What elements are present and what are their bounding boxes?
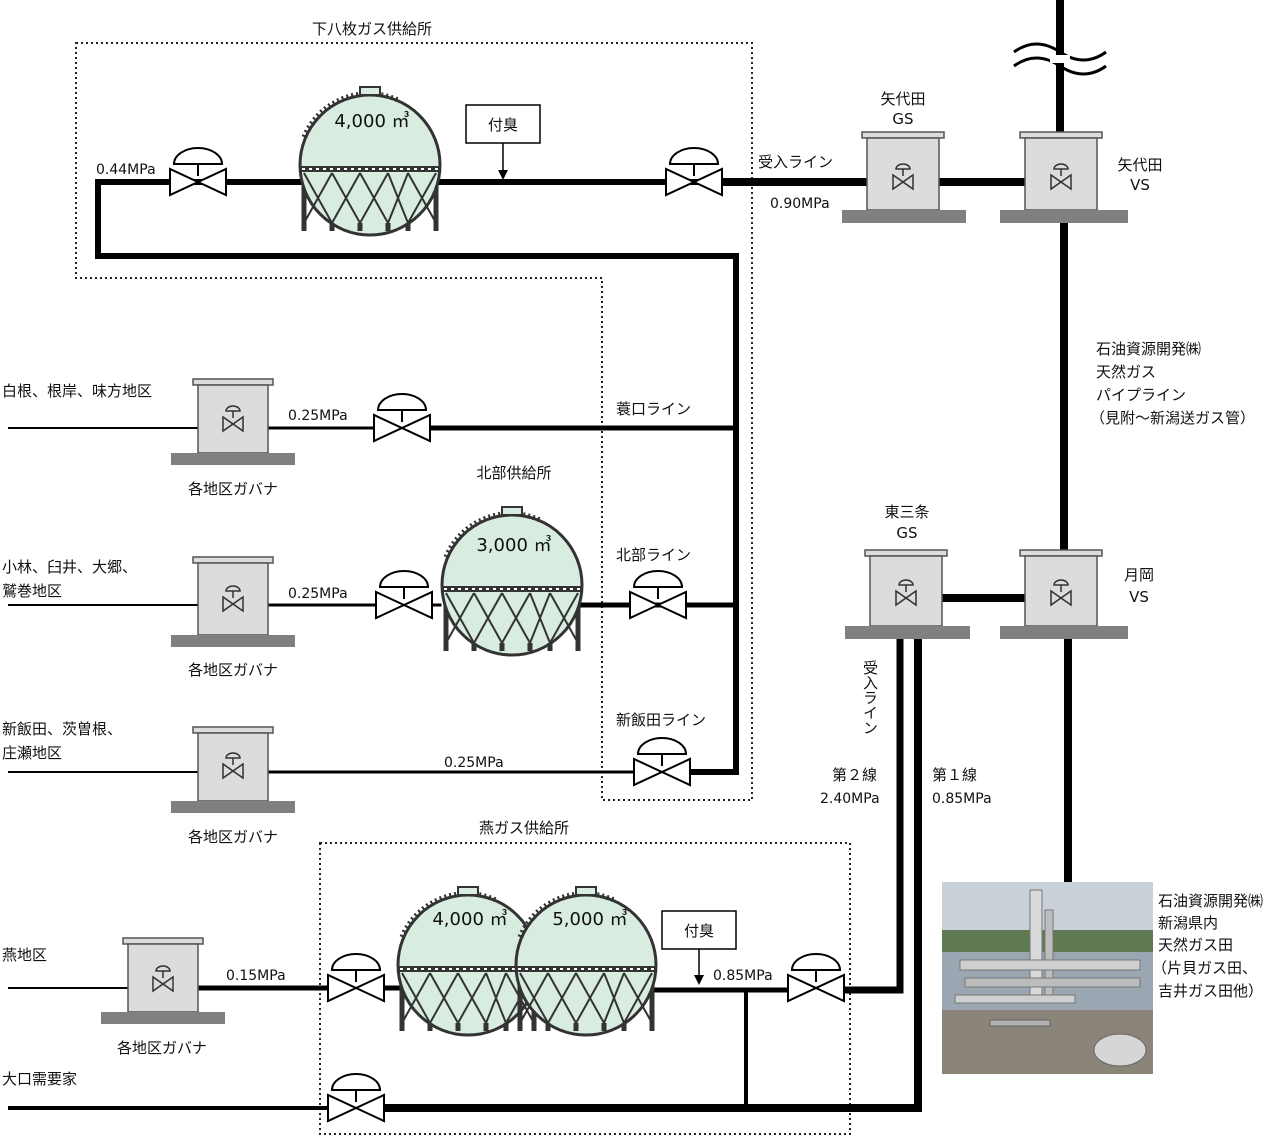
district-niiiida-line2: 庄瀬地区 bbox=[2, 744, 62, 762]
zone-tsubame-title: 燕ガス供給所 bbox=[479, 819, 569, 837]
line-hokubu: 北部ライン bbox=[616, 546, 691, 564]
governor-icon bbox=[171, 378, 295, 465]
station-yashiroda-gs-name: 矢代田 bbox=[880, 90, 925, 108]
zone-hokubu-title: 北部供給所 bbox=[476, 464, 551, 482]
governor-icon bbox=[171, 556, 295, 647]
pressure-025-hokubu: 0.25MPa bbox=[288, 586, 348, 602]
valve-icon bbox=[375, 570, 433, 619]
valve-icon bbox=[665, 147, 723, 196]
governor-icon bbox=[171, 726, 295, 813]
photo-gas-field bbox=[942, 882, 1153, 1074]
zone-shimohachimai-title: 下八枚ガス供給所 bbox=[312, 20, 432, 38]
pressure-025-niiiida: 0.25MPa bbox=[444, 755, 504, 771]
district-kobayashi-line2: 鷲巻地区 bbox=[2, 582, 62, 600]
gas-field-label-line4: （片貝ガス田、 bbox=[1152, 959, 1257, 977]
district-niiiida-line1: 新飯田、茨曽根、 bbox=[2, 720, 122, 738]
district-tsubame: 燕地区 bbox=[2, 946, 47, 964]
governor-caption: 各地区ガバナ bbox=[188, 828, 278, 846]
station-yashiroda-vs-type: VS bbox=[1130, 176, 1150, 194]
pipeline-label-line2: 天然ガス bbox=[1096, 363, 1156, 381]
thin-feed-lines bbox=[8, 427, 328, 1110]
valve-icon bbox=[327, 953, 385, 1002]
valve-icon bbox=[787, 953, 845, 1002]
pressure-085-line1: 0.85MPa bbox=[932, 791, 992, 807]
district-shirone: 白根、根岸、味方地区 bbox=[2, 382, 152, 400]
pressure-015: 0.15MPa bbox=[226, 968, 286, 984]
pressure-090: 0.90MPa bbox=[770, 196, 830, 212]
pressure-044: 0.44MPa bbox=[96, 162, 156, 178]
pipeline-break-icon bbox=[1013, 42, 1107, 76]
line-niiiida: 新飯田ライン bbox=[616, 711, 706, 729]
governor-icon bbox=[101, 937, 225, 1024]
gas-field-label-line3: 天然ガス田 bbox=[1158, 936, 1233, 954]
governor-caption: 各地区ガバナ bbox=[188, 480, 278, 498]
valve-icon bbox=[633, 737, 691, 786]
line-receiving-vertical: 受入ライン bbox=[861, 660, 879, 735]
district-large-customers: 大口需要家 bbox=[2, 1070, 77, 1088]
station-yashiroda-gs-type: GS bbox=[892, 110, 913, 128]
odorant-box-bottom bbox=[661, 910, 737, 950]
valve-icon bbox=[327, 1073, 385, 1122]
station-yashiroda-gs-icon bbox=[842, 131, 966, 223]
station-higashisanjo-gs-icon bbox=[845, 549, 970, 639]
line-mino: 蓑口ライン bbox=[616, 400, 691, 418]
station-tsukioka-vs-type: VS bbox=[1129, 588, 1149, 606]
station-higashisanjo-gs-name: 東三条 bbox=[884, 503, 929, 521]
odorant-box-top bbox=[465, 104, 541, 144]
station-tsukioka-vs-icon bbox=[1000, 549, 1128, 639]
pipeline-label-line3: パイプライン bbox=[1096, 386, 1186, 404]
station-yashiroda-vs-icon bbox=[1000, 131, 1128, 223]
station-higashisanjo-gs-type: GS bbox=[896, 524, 917, 542]
gas-holder-icon bbox=[442, 507, 582, 655]
tank-capacity-tsubame-b: 5,000 ㎥ bbox=[552, 909, 627, 930]
valve-icon bbox=[629, 570, 687, 619]
odorant-label-bottom: 付臭 bbox=[684, 922, 714, 940]
odorant-label-top: 付臭 bbox=[488, 116, 518, 134]
valve-icon bbox=[169, 147, 227, 196]
station-yashiroda-vs-name: 矢代田 bbox=[1117, 156, 1162, 174]
line-1: 第１線 bbox=[932, 766, 977, 784]
pressure-240: 2.40MPa bbox=[820, 791, 880, 807]
valve-icon bbox=[373, 393, 431, 442]
tank-capacity-top: 4,000 ㎥ bbox=[334, 111, 409, 132]
gas-field-label-line2: 新潟県内 bbox=[1158, 914, 1218, 932]
line-receiving-top: 受入ライン bbox=[758, 153, 833, 171]
pipeline-label-line4: （見附～新潟送ガス管） bbox=[1090, 409, 1255, 427]
station-tsukioka-vs-name: 月岡 bbox=[1124, 566, 1154, 584]
pressure-025-mino: 0.25MPa bbox=[288, 408, 348, 424]
gas-field-label-line1: 石油資源開発㈱ bbox=[1158, 892, 1263, 910]
line-2: 第２線 bbox=[832, 766, 877, 784]
governor-caption: 各地区ガバナ bbox=[117, 1039, 207, 1057]
tank-capacity-tsubame-a: 4,000 ㎥ bbox=[432, 909, 507, 930]
gas-field-label-line5: 吉井ガス田他） bbox=[1158, 982, 1263, 1000]
gas-holder-icon bbox=[300, 87, 440, 235]
district-kobayashi-line1: 小林、臼井、大郷、 bbox=[2, 558, 137, 576]
pressure-085-tsubame: 0.85MPa bbox=[713, 968, 773, 984]
pipeline-label-line1: 石油資源開発㈱ bbox=[1096, 340, 1201, 358]
tank-capacity-hokubu: 3,000 ㎥ bbox=[476, 535, 551, 556]
governor-caption: 各地区ガバナ bbox=[188, 661, 278, 679]
zone-shimohachimai-border bbox=[75, 42, 753, 801]
